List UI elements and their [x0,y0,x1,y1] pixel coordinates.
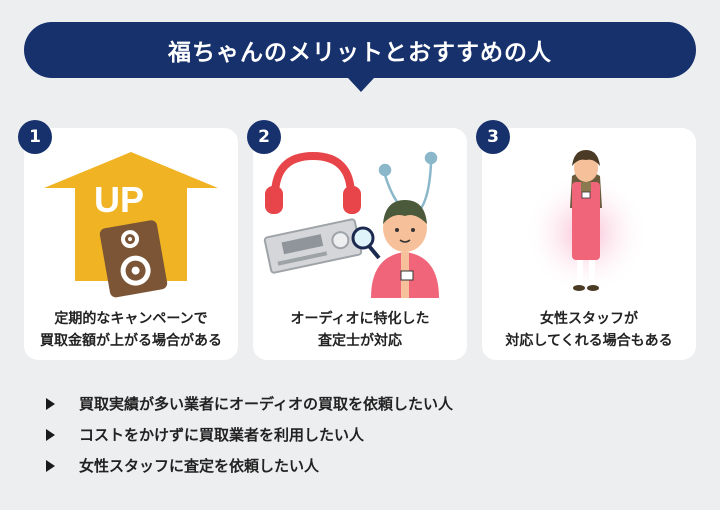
caption-line: 女性スタッフが [540,311,638,327]
campaign-illustration: UP [44,152,218,298]
card-caption: 女性スタッフが 対応してくれる場合もある [482,308,696,352]
appraiser-icon [371,200,439,298]
bullet-triangle-icon [46,428,55,441]
bullet-triangle-icon [46,397,55,410]
caption-line: 定期的なキャンペーンで [54,311,208,327]
list-item-text: 女性スタッフに査定を依頼したい人 [79,457,320,475]
benefit-card-3: 3 女性スタッフが 対応してくれる場合もある [476,120,696,360]
bullet-triangle-icon [46,459,55,472]
list-item-text: 買取実績が多い業者にオーディオの買取を依頼したい人 [79,395,453,413]
card-caption: 定期的なキャンペーンで 買取金額が上がる場合がある [24,308,238,352]
card-number-badge: 2 [247,120,281,154]
audio-receiver-icon [263,218,363,274]
card-number-badge: 1 [18,120,52,154]
magnifier-icon [351,226,381,260]
up-arrow-icon [44,152,218,281]
recommendation-list: 買取実績が多い業者にオーディオの買取を依頼したい人 コストをかけずに買取業者を利… [46,388,453,481]
caption-line: オーディオに特化した [290,311,430,327]
appraiser-illustration [263,151,439,298]
card-number-badge: 3 [476,120,510,154]
caption-line: 買取金額が上がる場合がある [40,333,222,349]
benefit-card-1: 1 UP 定期的なキャンペーンで 買取金額が上がる場合がある [18,120,238,360]
caption-line: 査定士が対応 [318,333,402,349]
up-label: UP [94,179,144,220]
title-banner: 福ちゃんのメリットとおすすめの人 [24,22,696,78]
female-staff-icon [570,150,602,291]
female-staff-illustration [524,150,648,295]
list-item-text: コストをかけずに買取業者を利用したい人 [79,426,365,444]
benefit-card-2: 2 オー [247,120,467,360]
list-item: 女性スタッフに査定を依頼したい人 [46,450,453,481]
page-title: 福ちゃんのメリットとおすすめの人 [168,40,552,66]
list-item: コストをかけずに買取業者を利用したい人 [46,419,453,450]
banner-pointer [348,78,374,92]
card-caption: オーディオに特化した 査定士が対応 [253,308,467,352]
list-item: 買取実績が多い業者にオーディオの買取を依頼したい人 [46,388,453,419]
caption-line: 対応してくれる場合もある [505,333,673,349]
headphones-icon [265,151,361,214]
speaker-icon [99,220,168,298]
